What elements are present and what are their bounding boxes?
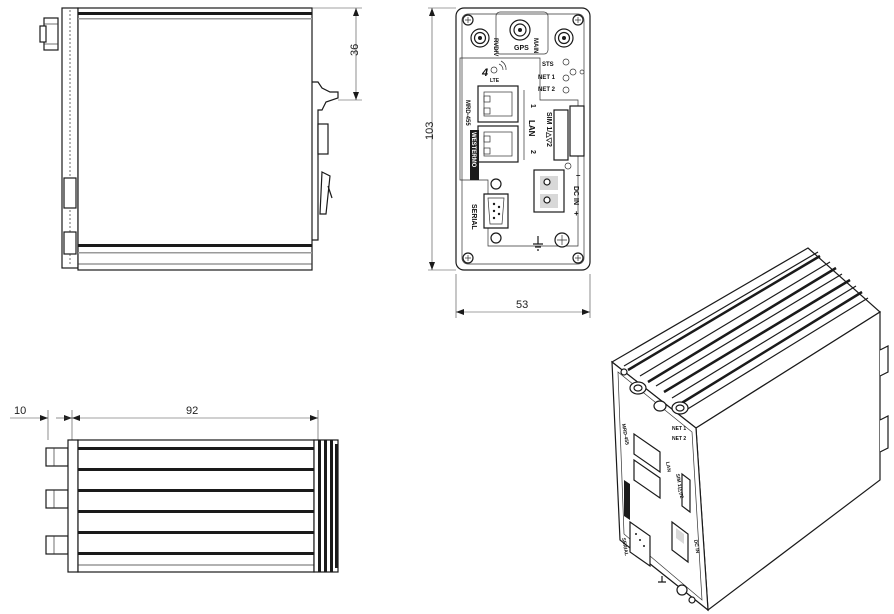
dimension-92-label: 92 bbox=[186, 405, 198, 417]
main-label: MAIN bbox=[532, 38, 538, 53]
lan-label: LAN bbox=[527, 120, 536, 137]
sim-slot-icon bbox=[681, 472, 691, 514]
dcin-label: DC IN bbox=[572, 186, 579, 205]
side-view: 36 bbox=[39, 7, 362, 271]
dc-minus-label: – bbox=[576, 171, 581, 180]
ground-icon bbox=[620, 368, 696, 604]
antenna-port-icon bbox=[629, 381, 689, 415]
lan-port1-label: 1 bbox=[529, 104, 536, 108]
iso-dcin-label: DC IN bbox=[692, 539, 700, 554]
gps-label: GPS bbox=[514, 45, 529, 52]
dc-terminal-icon bbox=[533, 169, 565, 213]
brand-label: WESTERMO bbox=[470, 132, 476, 168]
dimension-53-label: 53 bbox=[516, 299, 528, 311]
serial-port-icon bbox=[483, 178, 509, 244]
antenna-connector-icon bbox=[45, 447, 69, 555]
screw-icon bbox=[462, 14, 584, 264]
dimension-10-label: 10 bbox=[14, 405, 26, 417]
iso-net1-label: NET 1 bbox=[672, 426, 686, 432]
net2-label: NET 2 bbox=[538, 87, 556, 93]
antenna-port-icon bbox=[470, 19, 574, 48]
lte-logo-icon: 4 bbox=[481, 60, 507, 79]
rvdiv-label: RVDIV bbox=[492, 38, 498, 56]
sim-label: SIM 1/△▽2 bbox=[545, 112, 552, 147]
sts-label: STS bbox=[542, 62, 554, 68]
ground-icon bbox=[533, 232, 570, 251]
serial-label: SERIAL bbox=[470, 204, 477, 230]
front-view: 103 53 RVDIV GPS MAIN bbox=[424, 7, 591, 318]
sim-slot-icon bbox=[553, 105, 585, 161]
iso-lan-label: LAN bbox=[664, 461, 672, 473]
dimension-103-label: 103 bbox=[424, 122, 436, 140]
lan-port-icon bbox=[477, 85, 519, 163]
iso-model-label: MRD-455 bbox=[620, 423, 630, 445]
lan-port-icon bbox=[633, 432, 661, 500]
dc-plus-label: + bbox=[574, 209, 579, 218]
net1-label: NET 1 bbox=[538, 75, 556, 81]
iso-sim-label: SIM 1/△▽2 bbox=[674, 473, 684, 499]
model-label: MRD-455 bbox=[464, 100, 470, 126]
iso-net2-label: NET 2 bbox=[672, 436, 686, 442]
dimension-36-label: 36 bbox=[349, 44, 361, 56]
serial-port-icon bbox=[629, 520, 651, 568]
heatsink-fins bbox=[313, 439, 339, 573]
isometric-view: MRD-455 LAN NET 1 NET 2 SIM 1/△▽2 SERIAL… bbox=[610, 247, 889, 612]
lan-port2-label: 2 bbox=[529, 150, 536, 154]
lte-label: LTE bbox=[490, 78, 500, 84]
iso-serial-label: SERIAL bbox=[620, 537, 629, 556]
dc-terminal-icon bbox=[671, 520, 689, 564]
status-led-icon bbox=[562, 58, 585, 94]
top-view: 10 92 bbox=[10, 405, 339, 573]
svg-text:4: 4 bbox=[481, 67, 488, 79]
